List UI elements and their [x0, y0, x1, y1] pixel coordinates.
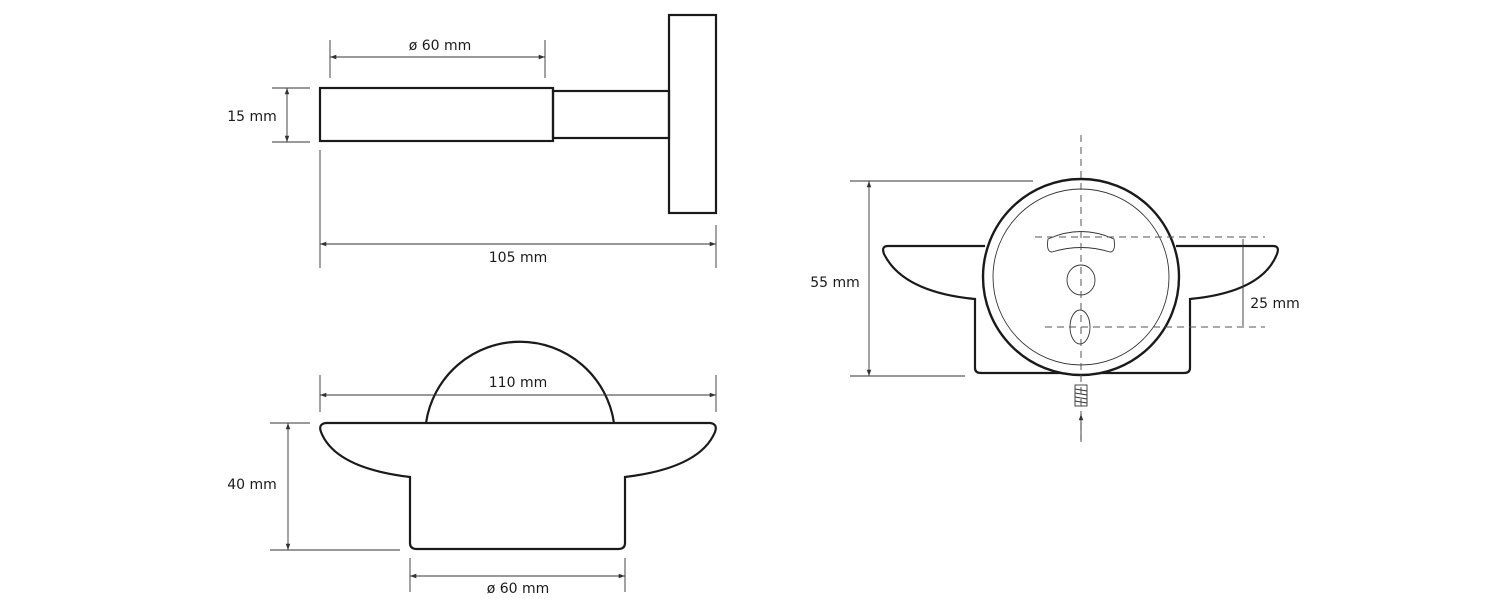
side-view: ø 60 mm 15 mm 105 mm [227, 13, 718, 268]
mounting-slot [1047, 231, 1115, 253]
dimension-label: ø 60 mm [409, 38, 472, 54]
back-view: 55 mm 25 mm [810, 135, 1300, 445]
dimension-label: ø 60 mm [487, 581, 550, 597]
dimension-diameter: ø 60 mm [329, 38, 546, 78]
holder-body [318, 86, 555, 143]
front-view: 110 mm 40 mm ø 60 mm [227, 340, 717, 597]
dimension-label: 105 mm [489, 250, 547, 266]
dimension-hole-spacing: 25 mm [1242, 239, 1300, 326]
dimension-label: 15 mm [227, 109, 277, 125]
dimension-label: 25 mm [1250, 296, 1300, 312]
arm [551, 89, 671, 140]
dimension-diameter: ø 60 mm [409, 558, 626, 597]
dish-outline [882, 244, 1279, 375]
dimension-height: 55 mm [810, 180, 1033, 377]
dimension-height: 40 mm [227, 422, 400, 551]
dimension-width: 110 mm [319, 375, 717, 412]
dish [319, 421, 717, 551]
screw-icon [1074, 384, 1088, 440]
wall-plate [667, 13, 718, 215]
dimension-label: 40 mm [227, 477, 277, 493]
soap-dome [424, 340, 616, 424]
dimension-label: 55 mm [810, 275, 860, 291]
dimension-height: 15 mm [227, 87, 310, 143]
dimension-length: 105 mm [319, 150, 717, 268]
dimension-label: 110 mm [489, 375, 547, 391]
